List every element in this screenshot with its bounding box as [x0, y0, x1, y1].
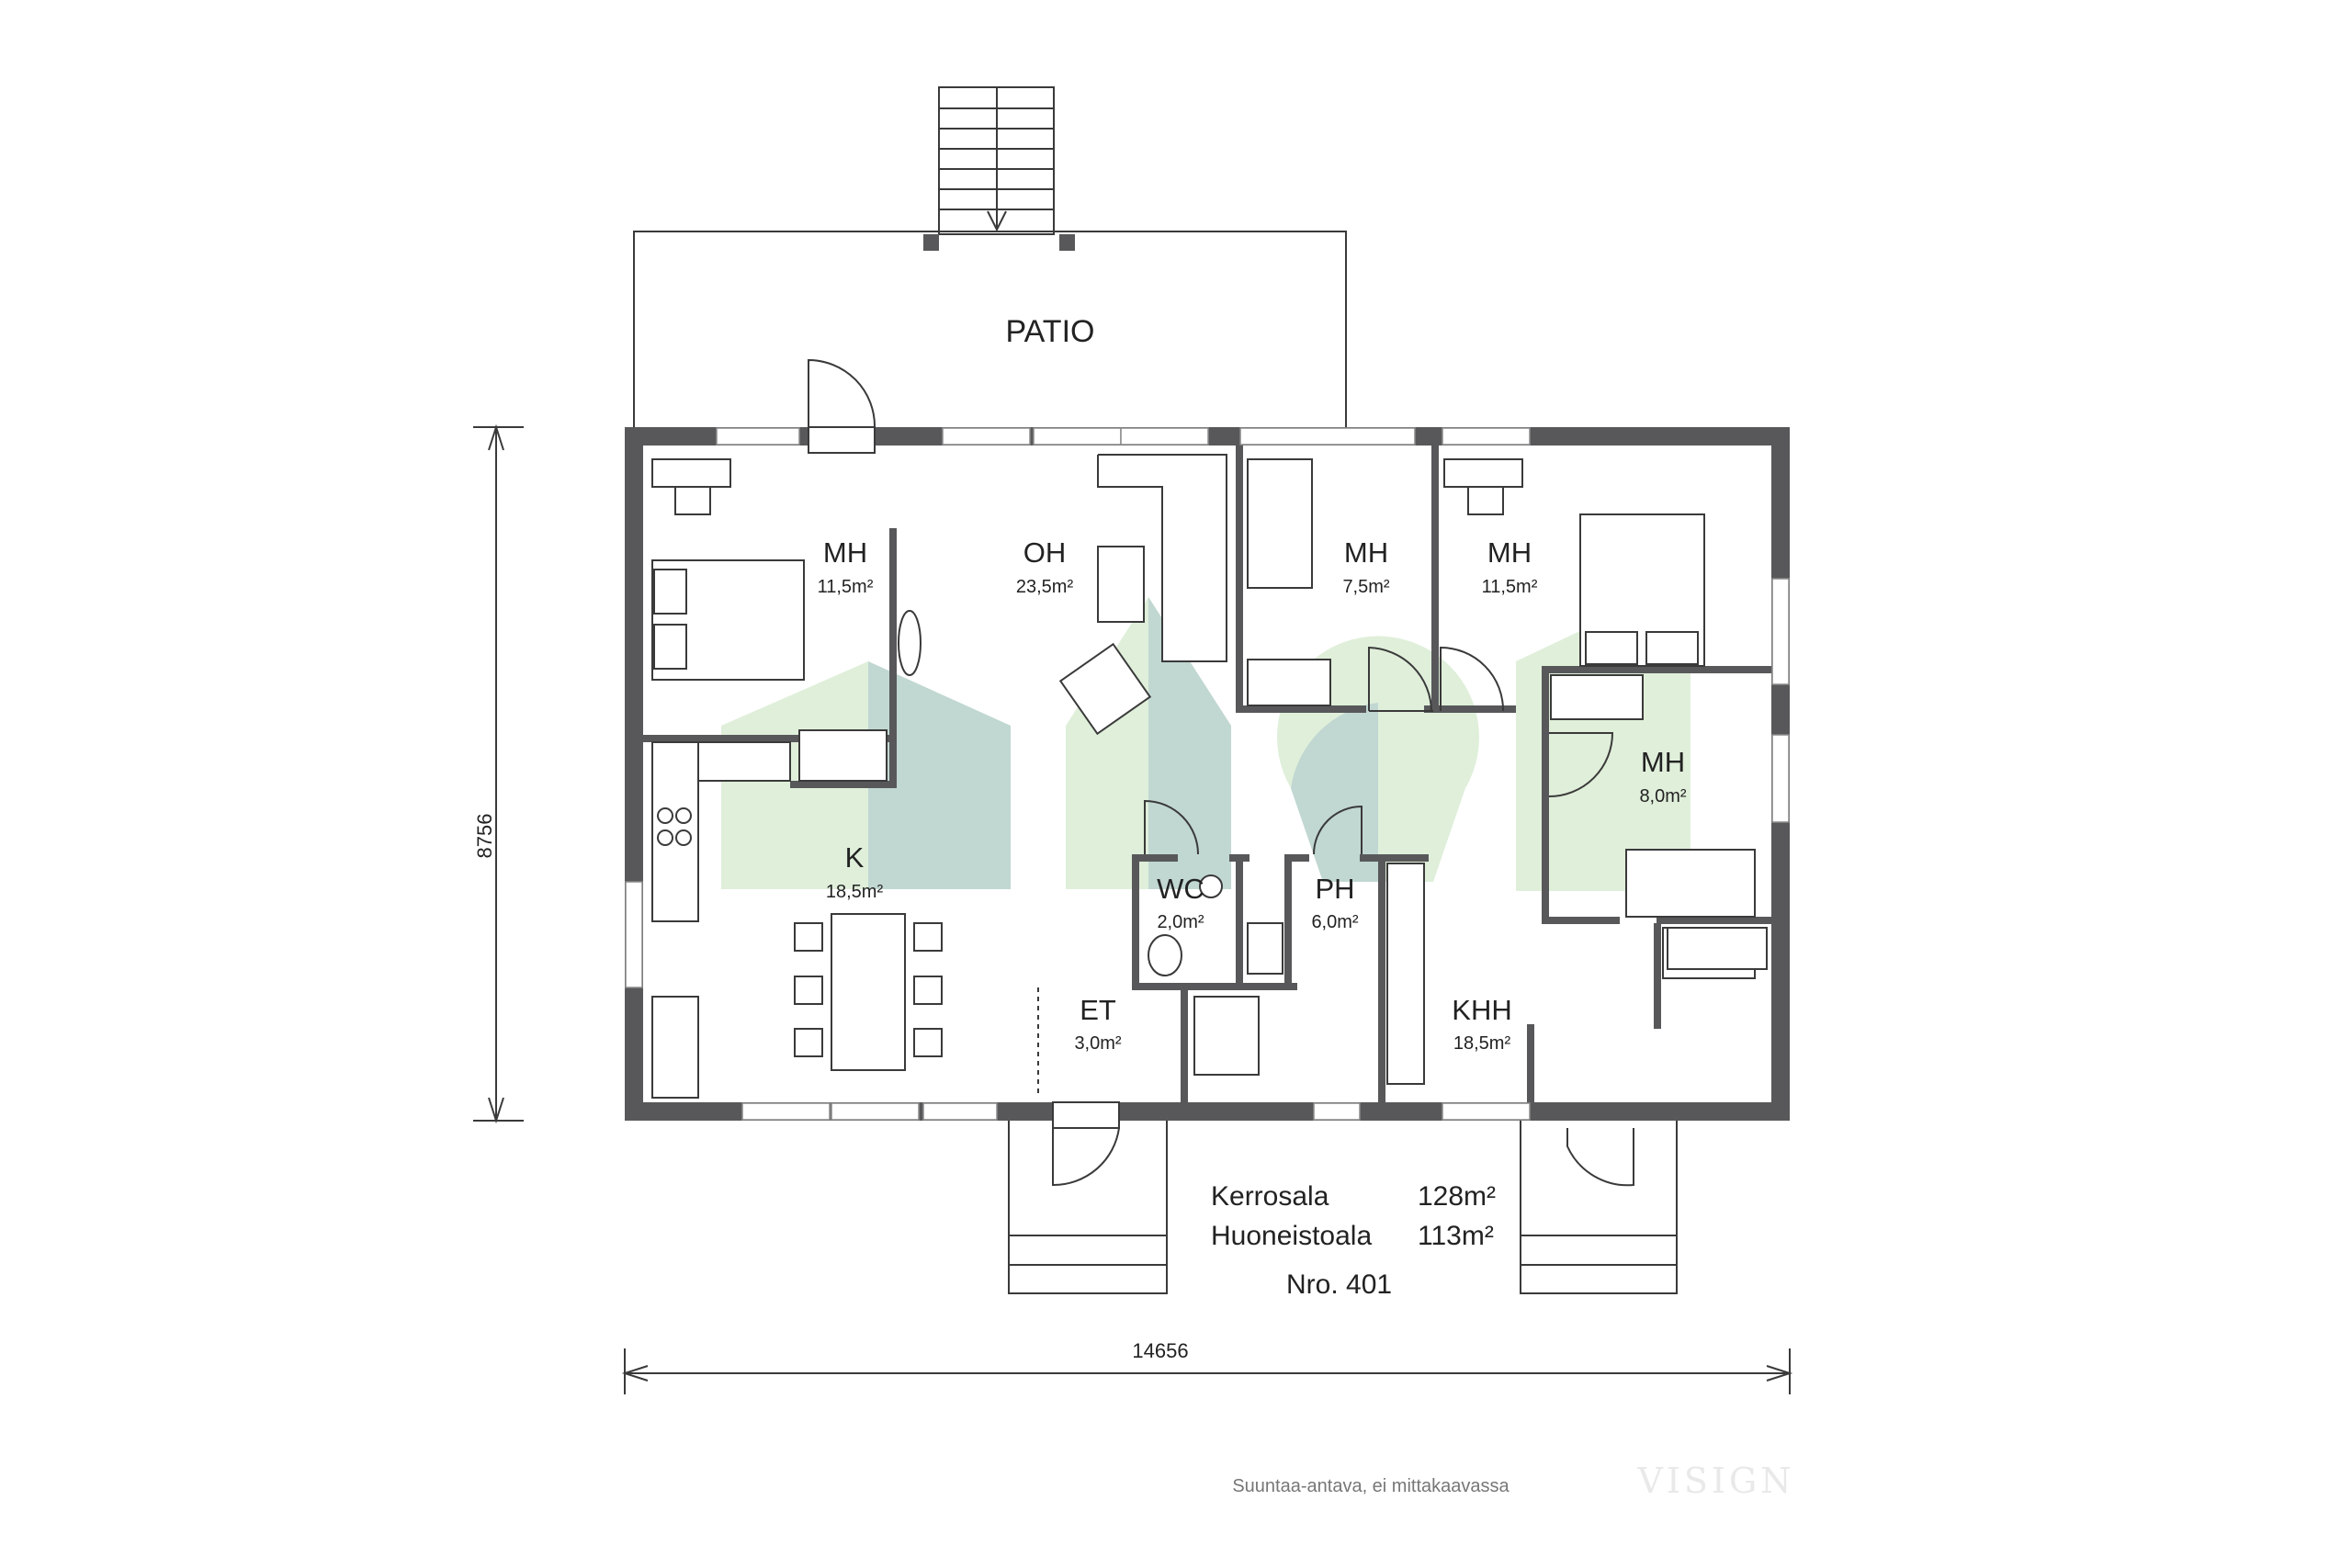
room-name: MH [1641, 746, 1685, 778]
entrance-steps [1008, 1121, 1678, 1294]
watermark-logo [721, 579, 1690, 891]
floor-area-label: Kerrosala [1211, 1181, 1329, 1212]
room-name: KHH [1452, 994, 1511, 1026]
apartment-area-value: 113m² [1418, 1221, 1494, 1251]
room-area: 18,5m² [1453, 1033, 1511, 1054]
room-name: K [845, 841, 865, 874]
windows [625, 427, 1790, 1121]
height-dimension-label: 8756 [473, 814, 496, 859]
height-dimension: 8756 [473, 423, 524, 1124]
patio-label: PATIO [1006, 314, 1095, 349]
patio: PATIO [633, 86, 1347, 427]
disclaimer-note: Suuntaa-antava, ei mittakaavassa [1232, 1476, 1510, 1496]
floor-area-value: 128m² [1418, 1181, 1496, 1212]
area-summary: Kerrosala 128m² Huoneistoala 113m² Nro. … [1211, 1181, 1496, 1300]
room-area: 23,5m² [1016, 577, 1074, 597]
room-area: 6,0m² [1311, 912, 1358, 932]
doors [808, 358, 1634, 1187]
room-area: 2,0m² [1157, 912, 1204, 932]
room-area: 7,5m² [1342, 577, 1389, 597]
room-name: MH [823, 536, 867, 569]
furniture [651, 454, 1768, 1099]
width-dimension: 14656 [621, 1339, 1793, 1394]
room-name: ET [1080, 994, 1116, 1026]
room-area: 18,5m² [826, 882, 884, 902]
room-name: PH [1315, 873, 1354, 905]
room-name: OH [1023, 536, 1067, 569]
room-area: 8,0m² [1639, 786, 1686, 807]
width-dimension-label: 14656 [1132, 1339, 1188, 1362]
brand-watermark: VISIGN [1636, 1461, 1794, 1501]
room-name: MH [1487, 536, 1532, 569]
room-area: 11,5m² [1482, 577, 1538, 597]
room-area: 11,5m² [818, 577, 874, 597]
room-name: MH [1344, 536, 1388, 569]
apartment-area-label: Huoneistoala [1211, 1221, 1372, 1251]
plan-number: Nro. 401 [1286, 1269, 1392, 1300]
room-name: WC [1157, 873, 1204, 905]
room-labels: MH 11,5m² OH 23,5m² MH 7,5m² MH 11,5m² M… [818, 536, 1687, 1054]
room-area: 3,0m² [1074, 1033, 1121, 1054]
